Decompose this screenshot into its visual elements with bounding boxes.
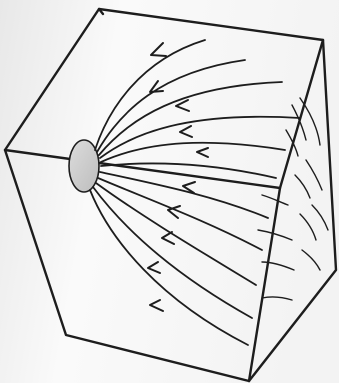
point-charge xyxy=(69,140,99,192)
